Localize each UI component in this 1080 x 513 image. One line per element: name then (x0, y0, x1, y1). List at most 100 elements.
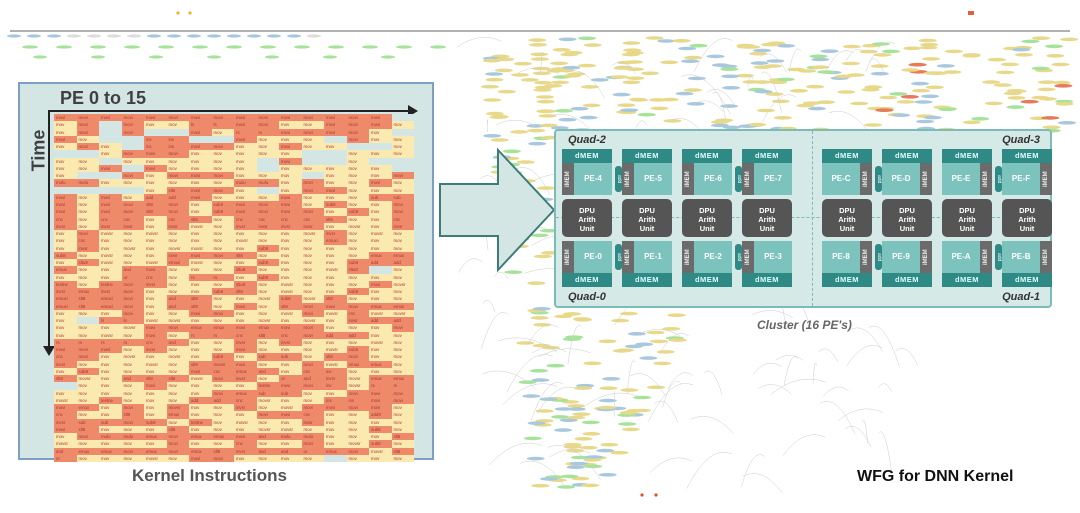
instruction-cell: sub8 (346, 259, 369, 267)
instruction-cell: movi (54, 193, 77, 201)
instruction-cell: mov (369, 273, 392, 281)
instruction-cell: movi (324, 128, 347, 136)
add-connector: add (875, 244, 882, 270)
instruction-cell: ins (144, 143, 167, 151)
graph-node (551, 415, 570, 419)
graph-node (870, 64, 889, 68)
graph-node (633, 395, 652, 400)
instruction-cell: movsr (256, 317, 279, 325)
instruction-cell: sub8 (256, 259, 279, 267)
instruction-cell: mov (324, 411, 347, 419)
instruction-cell: mov (144, 404, 167, 412)
graph-node (667, 313, 686, 318)
instruction-cell: mov (234, 317, 257, 325)
instruction-cell: testne (189, 418, 212, 426)
dmem-block: dMEM (742, 149, 792, 163)
graph-node (287, 34, 301, 38)
graph-edge (686, 451, 733, 489)
instruction-cell: sub8 (324, 201, 347, 209)
instruction-cell: mov (301, 454, 324, 462)
instruction-cell: invsr (234, 338, 257, 346)
graph-edge (488, 442, 543, 466)
instruction-cell: movi (144, 324, 167, 332)
instruction-cell: invsr (324, 375, 347, 383)
instruction-cell: movi (166, 440, 189, 448)
instruction-cell: movi (121, 114, 144, 122)
instruction-cell: mov (324, 172, 347, 180)
graph-node (91, 55, 105, 59)
instruction-cell: mov (346, 454, 369, 462)
instruction-cell: movi (301, 404, 324, 412)
kernel-instructions-caption: Kernel Instructions (132, 466, 287, 485)
instruction-cell: mov (391, 121, 414, 129)
graph-node (107, 34, 121, 38)
instruction-cell: movi (54, 135, 77, 143)
instruction-cell: and (256, 367, 279, 375)
instruction-cell: mov (166, 266, 189, 274)
graph-node (773, 116, 792, 120)
dmem-block: dMEM (822, 273, 872, 287)
graph-node (809, 54, 828, 59)
instruction-cell: mov (54, 128, 77, 136)
graph-node (599, 386, 618, 391)
instruction-cell: mov (324, 418, 347, 426)
instruction-cell: movi (369, 404, 392, 412)
instruction-cell: emux (99, 447, 122, 455)
instruction-cell: mov (301, 389, 324, 397)
graph-edge (740, 454, 765, 488)
instruction-cell: mov (234, 157, 257, 165)
instruction-cell: mov (256, 288, 279, 296)
graph-node (620, 108, 639, 112)
instruction-cell: movsr (324, 266, 347, 274)
instruction-cell: movsr (369, 447, 392, 455)
instruction-cell: mov (346, 193, 369, 201)
instruction-cell: movi (324, 121, 347, 129)
instruction-cell: mov (279, 121, 302, 129)
instruction-cell: mov (301, 135, 324, 143)
graph-node (483, 98, 502, 102)
graph-node (528, 38, 547, 42)
instruction-cell: slt8 (391, 447, 414, 455)
graph-node (610, 450, 629, 455)
instruction-cell: movi (346, 353, 369, 361)
graph-node (578, 63, 597, 68)
instruction-cell: movi (144, 114, 167, 122)
instruction-cell: testne (99, 280, 122, 288)
instruction-cell: emux (256, 324, 279, 332)
instruction-cell: movi (234, 201, 257, 209)
instruction-cell: mov (391, 179, 414, 187)
graph-node (639, 356, 658, 360)
instruction-cell: mov (166, 389, 189, 397)
instruction-cell: movi (189, 143, 212, 151)
instruction-cell: movsr (369, 309, 392, 317)
instruction-cell: mov (99, 404, 122, 412)
graph-edge (639, 329, 680, 337)
instruction-cell: mov (391, 143, 414, 151)
instruction-cell: mov (279, 164, 302, 172)
graph-node (485, 111, 504, 116)
dmem-block: dMEM (942, 149, 992, 163)
graph-node (962, 120, 981, 125)
instruction-cell: mov (391, 404, 414, 412)
instruction-cell: mov (76, 193, 99, 201)
graph-node (532, 307, 551, 311)
instruction-cell: mov (391, 360, 414, 368)
instruction-cell: mov (121, 157, 144, 165)
graph-node (684, 88, 702, 92)
graph-node (495, 68, 513, 73)
instruction-cell: mulu (234, 179, 257, 187)
instruction-cell: mov (346, 172, 369, 180)
instruction-cell: mov (99, 411, 122, 419)
graph-node (534, 85, 553, 90)
instruction-cell: movi (99, 208, 122, 216)
graph-edge (565, 70, 605, 98)
instruction-cell: mov (301, 288, 324, 296)
instruction-cell: mulu (54, 179, 77, 187)
graph-edge (635, 120, 647, 128)
instruction-cell: mov (99, 273, 122, 281)
instruction-cell: mov (76, 360, 99, 368)
instruction-cell: mov (369, 288, 392, 296)
